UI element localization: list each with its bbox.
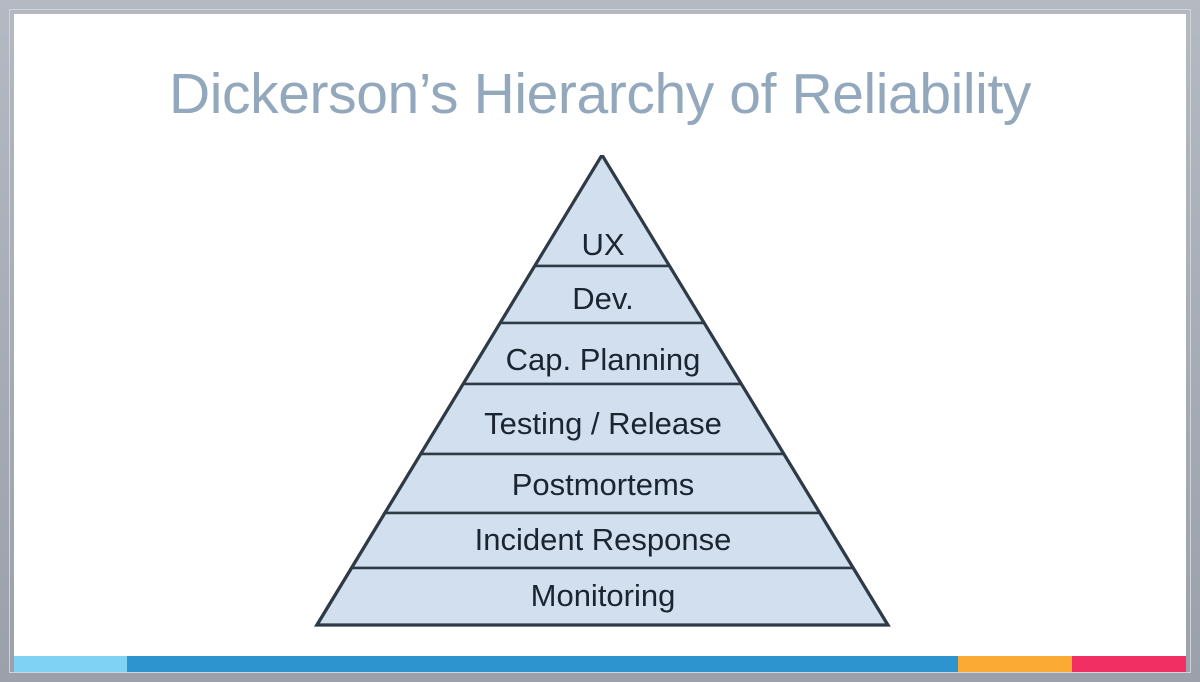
pyramid-graphic (314, 155, 891, 627)
slide-canvas: Dickerson’s Hierarchy of Reliability UX … (14, 14, 1186, 672)
page-title: Dickerson’s Hierarchy of Reliability (168, 62, 1031, 126)
accent-segment-pink (1072, 656, 1186, 672)
tier-label-postmortems: Postmortems (511, 467, 695, 502)
accent-segment-light-blue (14, 656, 127, 672)
tier-label-testing-release: Testing / Release (484, 406, 722, 441)
pyramid-outline-shape (314, 155, 891, 627)
reliability-hierarchy-pyramid: UX Dev. Cap. Planning Testing / Release … (303, 155, 903, 639)
accent-segment-orange (958, 656, 1072, 672)
tier-label-monitoring: Monitoring (530, 578, 676, 613)
tier-label-ux: UX (581, 227, 625, 262)
accent-bar (14, 656, 1186, 672)
tier-label-dev: Dev. (572, 281, 634, 316)
tier-label-cap-planning: Cap. Planning (505, 342, 701, 377)
accent-segment-blue (127, 656, 958, 672)
tier-label-incident-response: Incident Response (474, 522, 732, 557)
